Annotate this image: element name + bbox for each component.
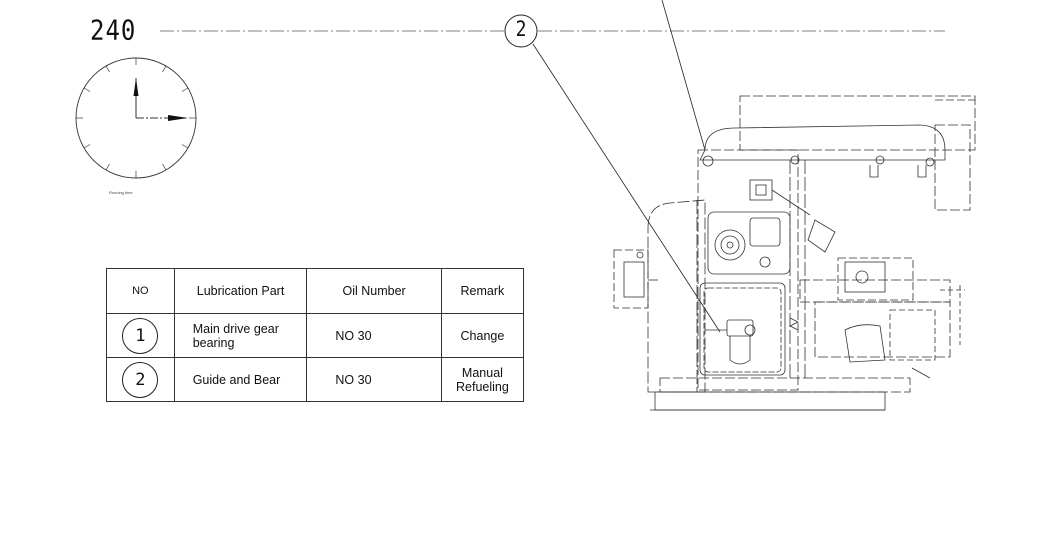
running-time-clock [75,57,197,179]
leader-lines [532,0,721,333]
lubrication-table: NO Lubrication Part Oil Number Remark 1 … [106,268,525,402]
cell-remark: Manual Refueling [440,357,525,402]
cell-lubrication-part: Main drive gear bearing [173,313,308,358]
cell-oil-number: NO 30 [306,313,442,358]
table-row: 2 Guide and Bear NO 30 Manual Refueling [106,357,525,402]
cell-remark: Change [440,313,525,358]
table-header-row: NO Lubrication Part Oil Number Remark [106,268,525,314]
row-number-circle: 2 [122,361,159,398]
cell-oil-number: NO 30 [306,357,442,402]
header-no: NO [106,268,175,314]
cell-lubrication-part: Guide and Bear [173,357,308,402]
header-oil-number: Oil Number [306,268,442,314]
callout-balloon [504,14,538,48]
header-lubrication-part: Lubrication Part [173,268,308,314]
interval-label: 240 [90,14,137,47]
callout-balloon-number: 2 [515,16,527,43]
table-row: 1 Main drive gear bearing NO 30 Change [106,313,525,358]
clock-caption: Running time [109,190,133,195]
header-remark: Remark [440,268,525,314]
row-number-circle: 1 [122,317,159,354]
milling-machine-schematic [613,95,976,411]
